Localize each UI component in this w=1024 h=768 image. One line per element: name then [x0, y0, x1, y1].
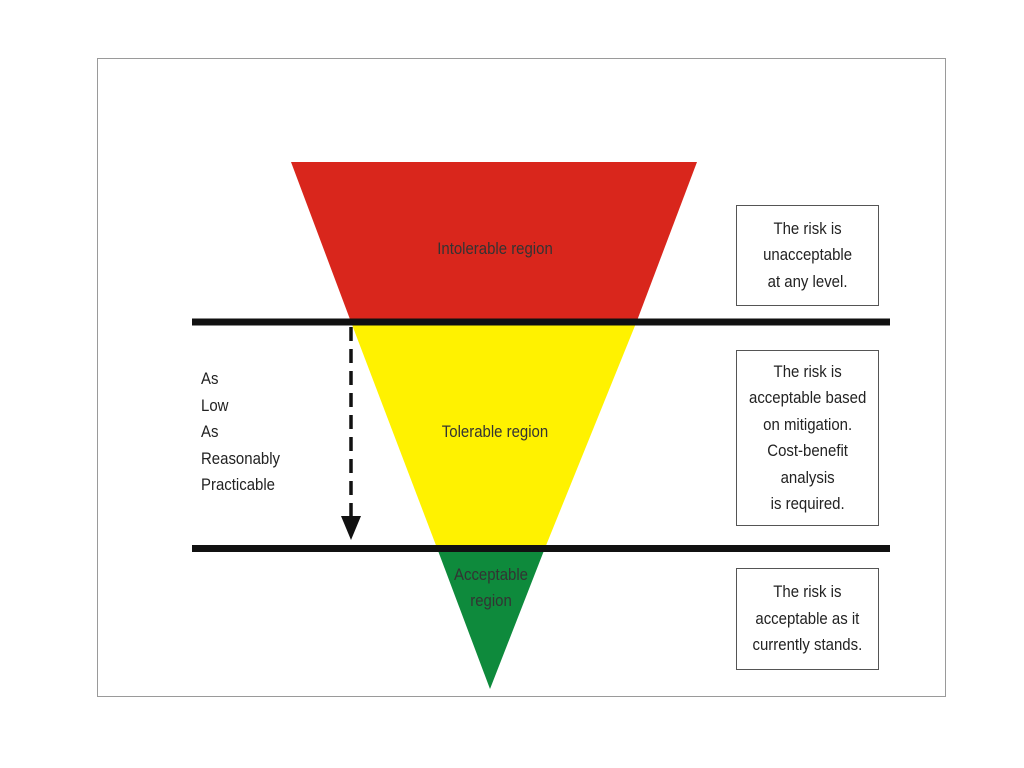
note-text-line: acceptable based	[748, 388, 867, 407]
alarp-text: As Low As Reasonably Practicable	[201, 366, 280, 499]
alarp-line-reasonably: Reasonably	[201, 448, 281, 468]
acceptable-region-label-line1: Acceptable	[454, 566, 528, 584]
note-text-line: The risk is	[773, 361, 842, 381]
acceptable-note-box: The risk is acceptable as it currently s…	[736, 568, 879, 670]
note-text-line: Cost-benefit	[767, 441, 848, 460]
acceptable-region-label-line2: region	[470, 592, 512, 610]
note-text-line: is required.	[770, 494, 845, 513]
acceptable-region	[437, 548, 545, 689]
intolerable-region-label: Intolerable region	[437, 240, 553, 258]
lower-boundary-line	[192, 545, 890, 552]
alarp-arrowhead	[341, 516, 361, 540]
alarp-line-as-2: As	[201, 422, 219, 441]
note-text-line: The risk is	[773, 218, 842, 238]
intolerable-region	[291, 162, 697, 322]
intolerable-note-box: The risk is unacceptable at any level.	[736, 205, 879, 306]
alarp-line-practicable: Practicable	[201, 475, 276, 494]
note-text-line: at any level.	[767, 271, 848, 291]
note-text-line: currently stands.	[752, 635, 863, 655]
note-text-line: acceptable as it	[755, 608, 860, 628]
tolerable-region	[351, 322, 637, 548]
note-text-line: analysis	[780, 467, 835, 487]
note-text-line: on mitigation.	[763, 414, 852, 434]
tolerable-region-label: Tolerable region	[442, 423, 548, 441]
alarp-line-low: Low	[201, 395, 229, 415]
tolerable-note-box: The risk is acceptable based on mitigati…	[736, 350, 879, 526]
note-text-line: unacceptable	[762, 245, 852, 265]
upper-boundary-line	[192, 318, 890, 326]
note-text-line: The risk is	[773, 582, 842, 602]
alarp-line-as: As	[201, 369, 219, 388]
